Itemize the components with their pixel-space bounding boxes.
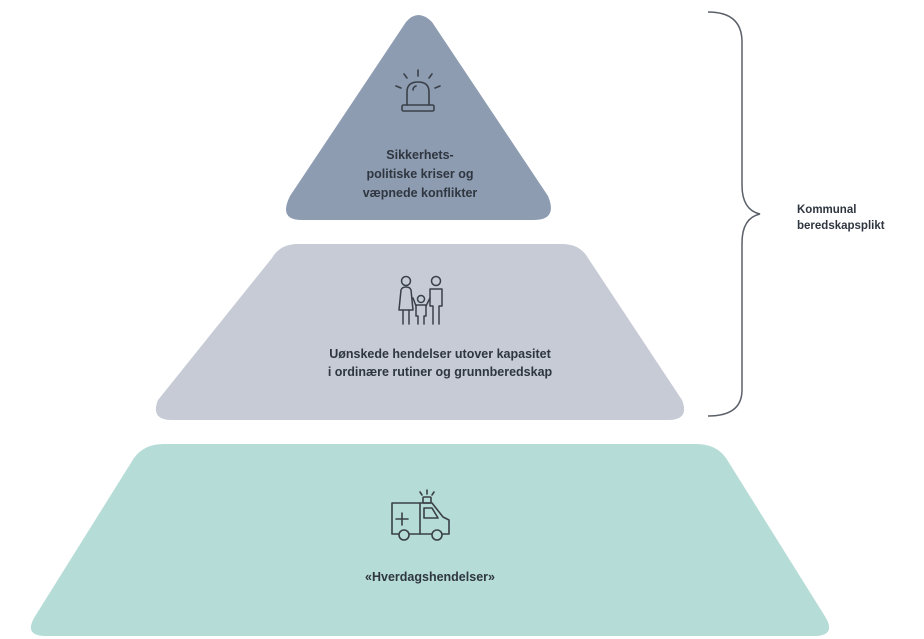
tier-middle-label-line: Uønskede hendelser utover kapasitet xyxy=(329,347,551,361)
tier-top-label-line: politiske kriser og xyxy=(366,167,474,181)
tier-top-label: Sikkerhets- politiske kriser og væpnede … xyxy=(330,146,510,203)
tier-bottom-shape xyxy=(30,444,830,636)
family-icon xyxy=(398,275,443,325)
brace-label: Kommunal beredskapsplikt xyxy=(797,202,924,234)
tier-middle-shape xyxy=(155,244,685,420)
tier-top-label-line: Sikkerhets- xyxy=(386,148,454,162)
tier-top-shape xyxy=(286,15,551,220)
siren-icon xyxy=(395,69,441,112)
ambulance-icon xyxy=(391,489,450,541)
tier-bottom-label-line: «Hverdagshendelser» xyxy=(365,570,495,584)
tier-middle-label: Uønskede hendelser utover kapasitet i or… xyxy=(240,345,640,381)
tier-middle-label-line: i ordinære rutiner og grunnberedskap xyxy=(327,365,553,379)
tier-top-label-line: væpnede konflikter xyxy=(362,186,478,200)
brace-label-line: Kommunal xyxy=(797,204,857,216)
brace-label-line: beredskapsplikt xyxy=(797,220,885,232)
tier-bottom-label: «Hverdagshendelser» xyxy=(300,570,560,584)
brace xyxy=(707,11,761,417)
